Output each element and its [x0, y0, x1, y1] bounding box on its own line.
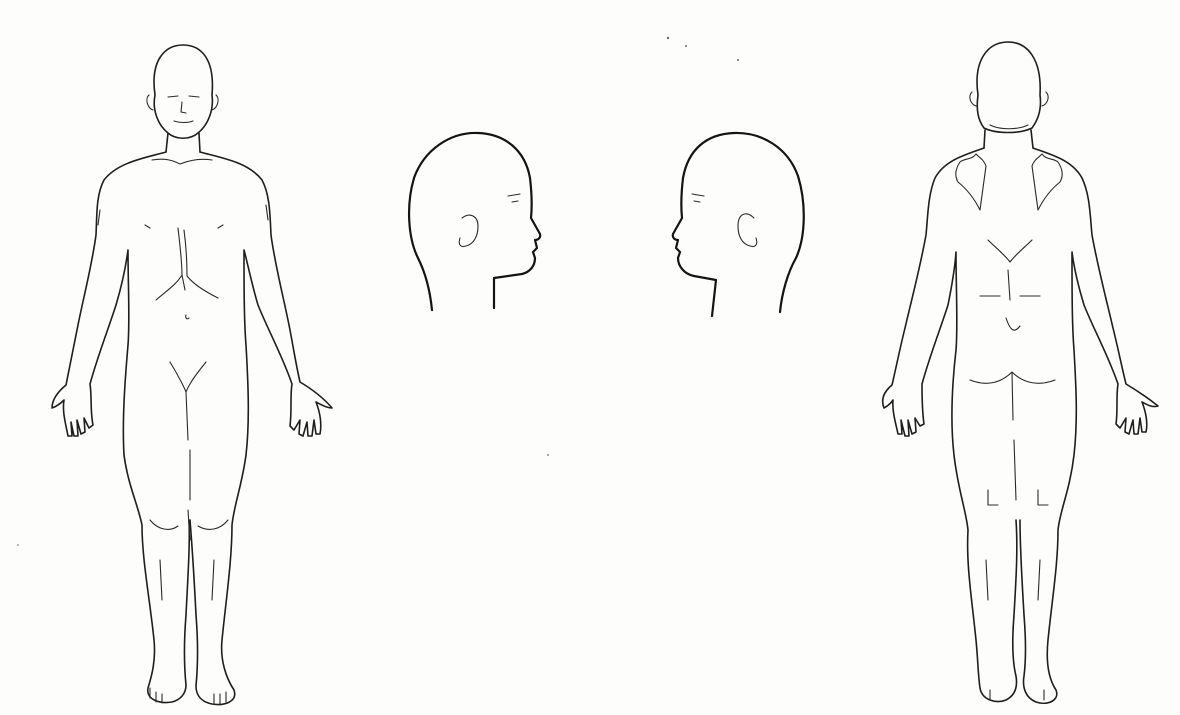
head-right-outline — [409, 133, 540, 310]
head-left-ear — [738, 214, 757, 247]
back-left-silhouette — [883, 148, 1017, 702]
head-profile-facing-right — [409, 133, 540, 310]
head-profile-facing-left — [673, 133, 804, 316]
back-head-outline — [977, 42, 1040, 133]
back-view-figure — [883, 42, 1158, 703]
back-right-scapula — [1032, 154, 1062, 210]
front-right-silhouette — [190, 152, 332, 704]
back-right-silhouette — [1020, 148, 1158, 703]
front-head-outline — [154, 45, 212, 138]
front-torso-details — [145, 225, 223, 540]
back-spine-details — [970, 240, 1055, 500]
front-view-figure — [52, 45, 332, 705]
scan-specks — [17, 37, 739, 546]
front-left-silhouette — [52, 152, 189, 702]
front-face-features — [168, 96, 199, 123]
back-left-scapula — [956, 154, 986, 210]
head-right-ear — [459, 215, 478, 246]
